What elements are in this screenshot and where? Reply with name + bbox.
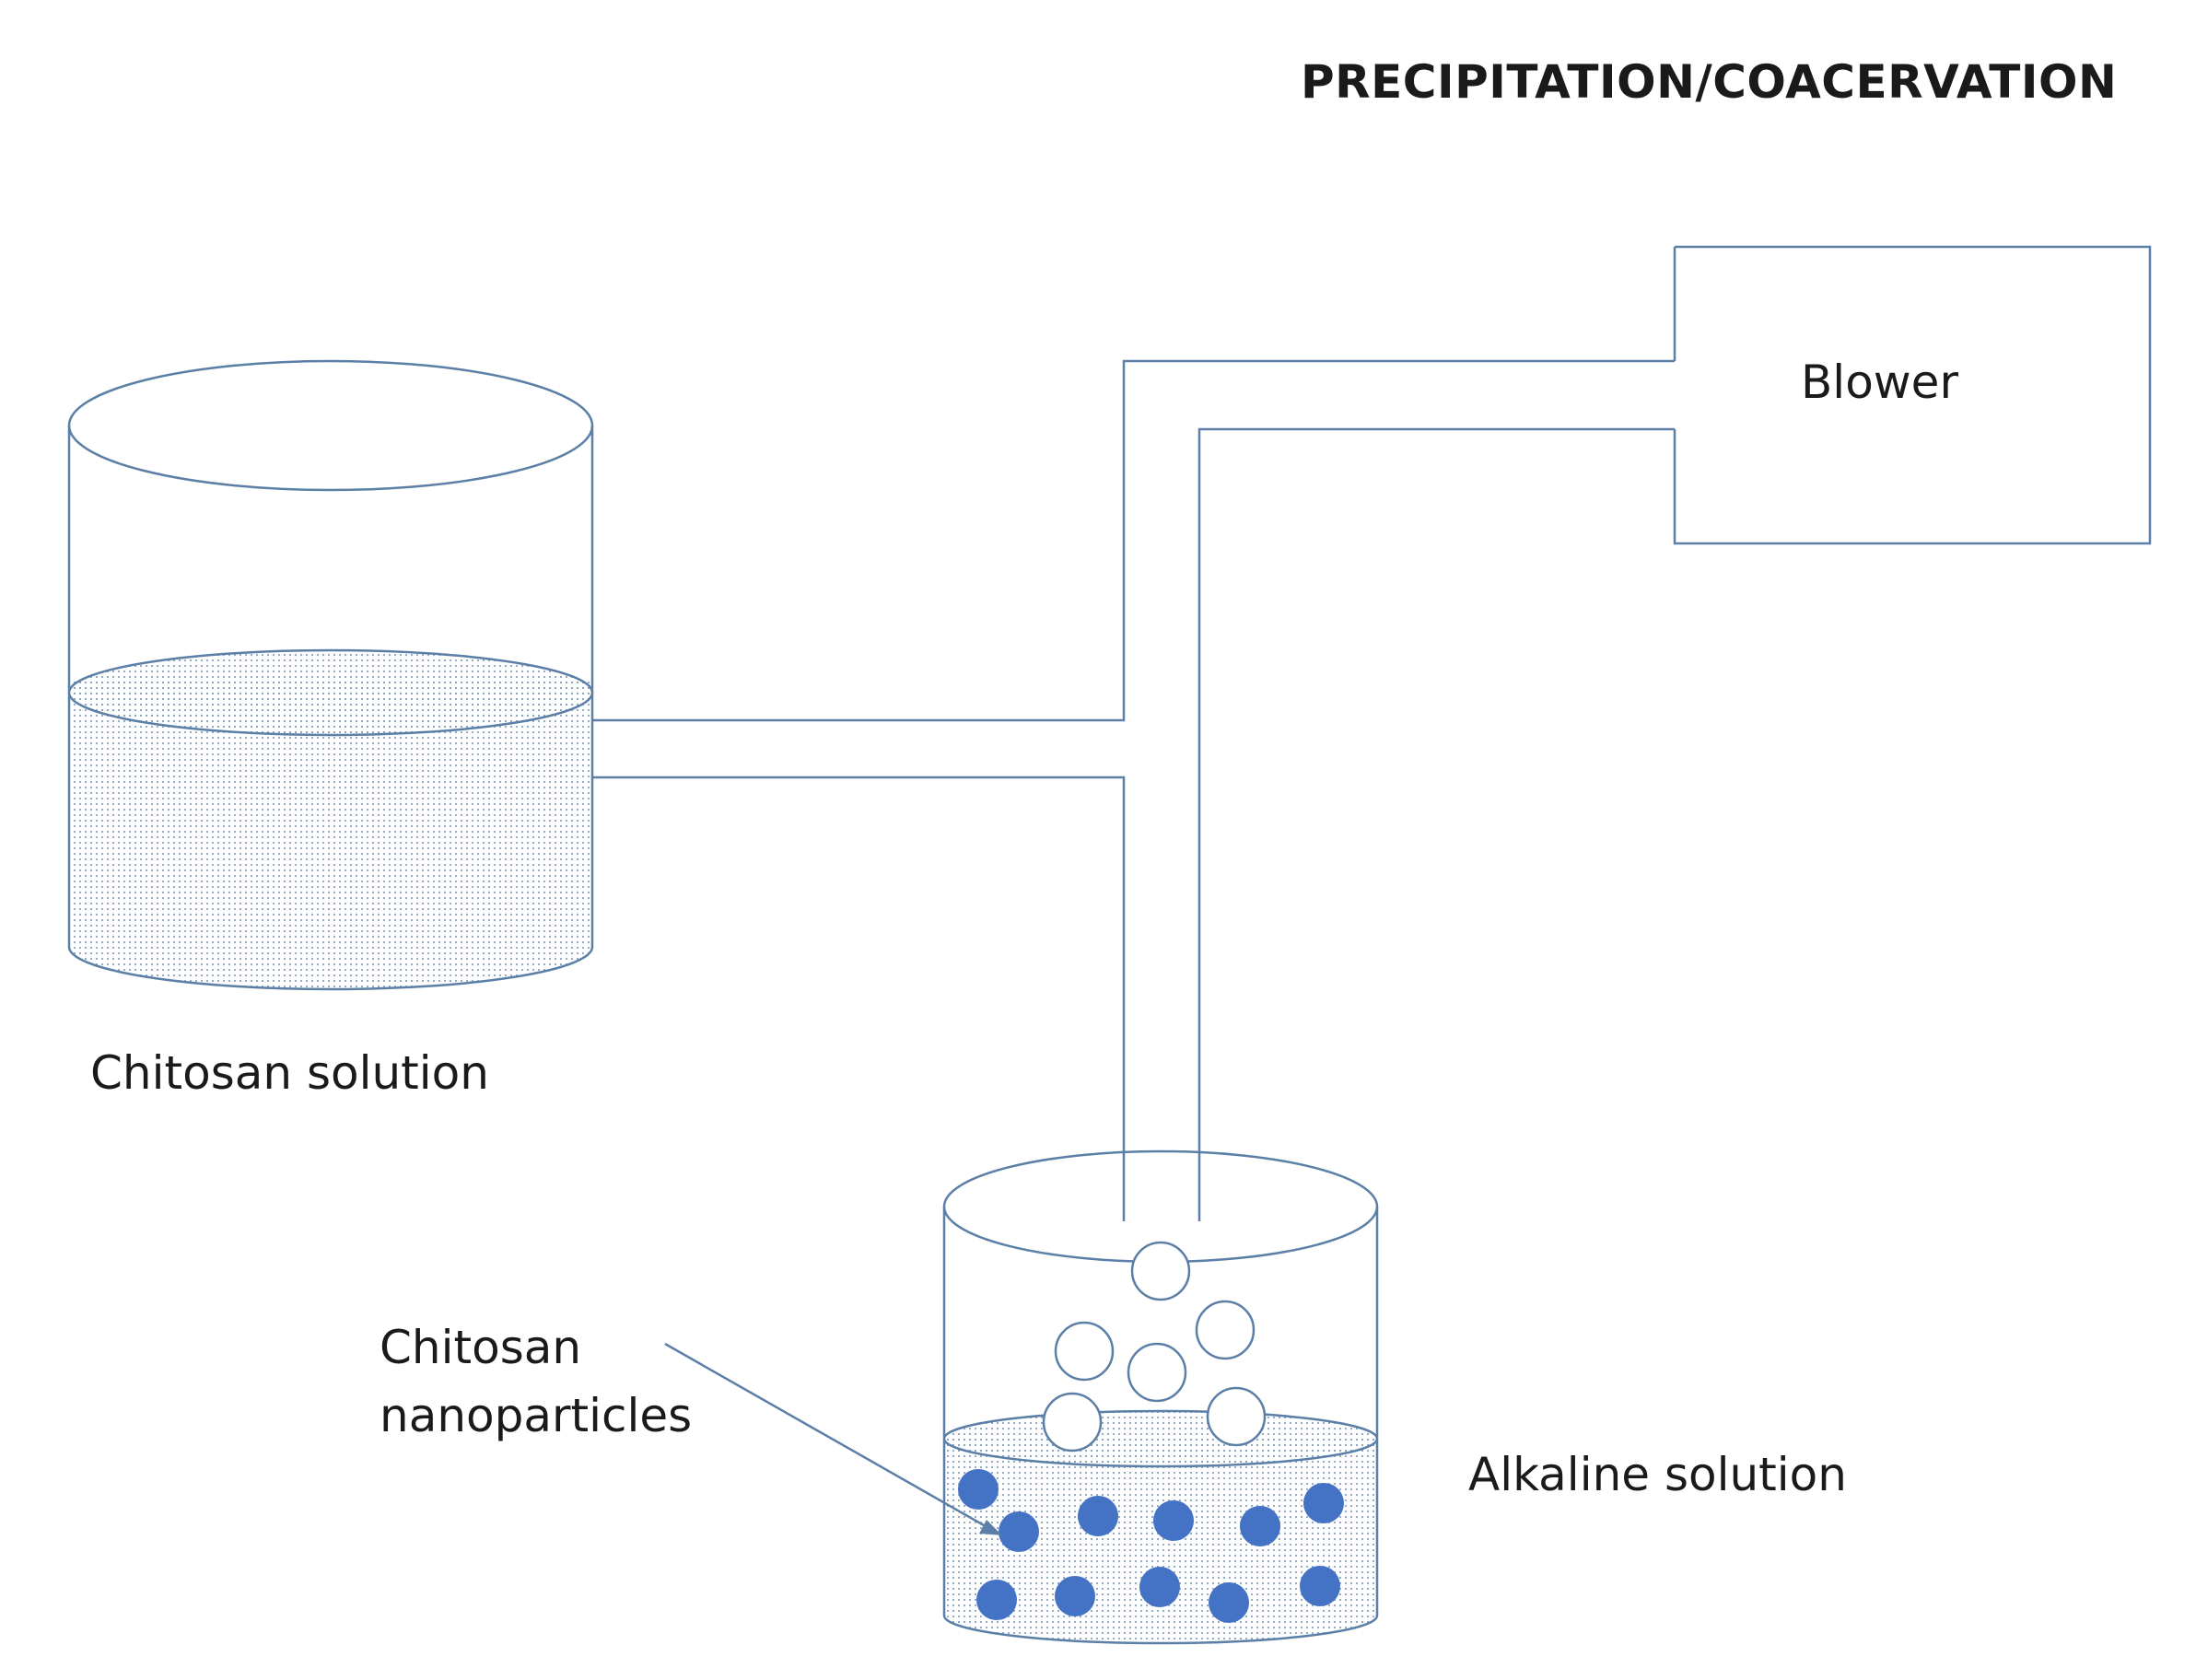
nanoparticle bbox=[1055, 1576, 1095, 1616]
nanoparticle bbox=[1240, 1506, 1280, 1546]
blower-box bbox=[1673, 245, 2152, 545]
blower-label: Blower bbox=[1801, 356, 1958, 409]
alkaline-container-bottom bbox=[942, 1615, 1379, 1645]
nanoparticles-label-line2: nanoparticles bbox=[380, 1389, 693, 1442]
nanoparticle bbox=[958, 1469, 999, 1510]
nanoparticle bbox=[1139, 1567, 1180, 1607]
nanoparticle bbox=[976, 1580, 1017, 1620]
alkaline-liquid-body bbox=[944, 1439, 1377, 1643]
arrow-head-icon bbox=[979, 1520, 1002, 1535]
droplet bbox=[1130, 1241, 1191, 1301]
chitosan-feed-tube bbox=[592, 776, 1126, 1221]
nanoparticle bbox=[1303, 1483, 1344, 1523]
page-title: PRECIPITATION/COACERVATION bbox=[1301, 55, 2118, 109]
nanoparticles-label-line1: Chitosan bbox=[380, 1321, 582, 1374]
chitosan-container-bottom bbox=[67, 946, 594, 991]
air-tube-outer bbox=[592, 359, 1675, 722]
chitosan-liquid-body bbox=[69, 679, 592, 989]
nanoparticle bbox=[1300, 1566, 1340, 1606]
air-tube-inner bbox=[1197, 427, 1675, 1221]
chitosan-liquid-surface bbox=[67, 648, 594, 737]
alkaline-liquid-surface bbox=[942, 1409, 1379, 1468]
chitosan-solution-label: Chitosan solution bbox=[90, 1046, 489, 1100]
droplet bbox=[1206, 1386, 1267, 1447]
droplet bbox=[1054, 1321, 1115, 1382]
nanoparticles bbox=[958, 1469, 1344, 1623]
droplet bbox=[1127, 1342, 1187, 1403]
nanoparticle bbox=[1209, 1582, 1249, 1623]
alkaline-solution-label: Alkaline solution bbox=[1468, 1448, 1847, 1501]
nanoparticles-arrow bbox=[664, 1342, 1002, 1535]
nanoparticle bbox=[1078, 1496, 1118, 1536]
nanoparticles-label: Chitosan nanoparticles bbox=[380, 1313, 692, 1450]
nanoparticle bbox=[1153, 1500, 1194, 1541]
droplet bbox=[1195, 1300, 1256, 1360]
chitosan-solution-container bbox=[67, 359, 594, 991]
chitosan-container-rim bbox=[67, 359, 594, 492]
droplets bbox=[1042, 1241, 1267, 1452]
droplet bbox=[1042, 1392, 1103, 1452]
nanoparticle bbox=[999, 1511, 1039, 1552]
